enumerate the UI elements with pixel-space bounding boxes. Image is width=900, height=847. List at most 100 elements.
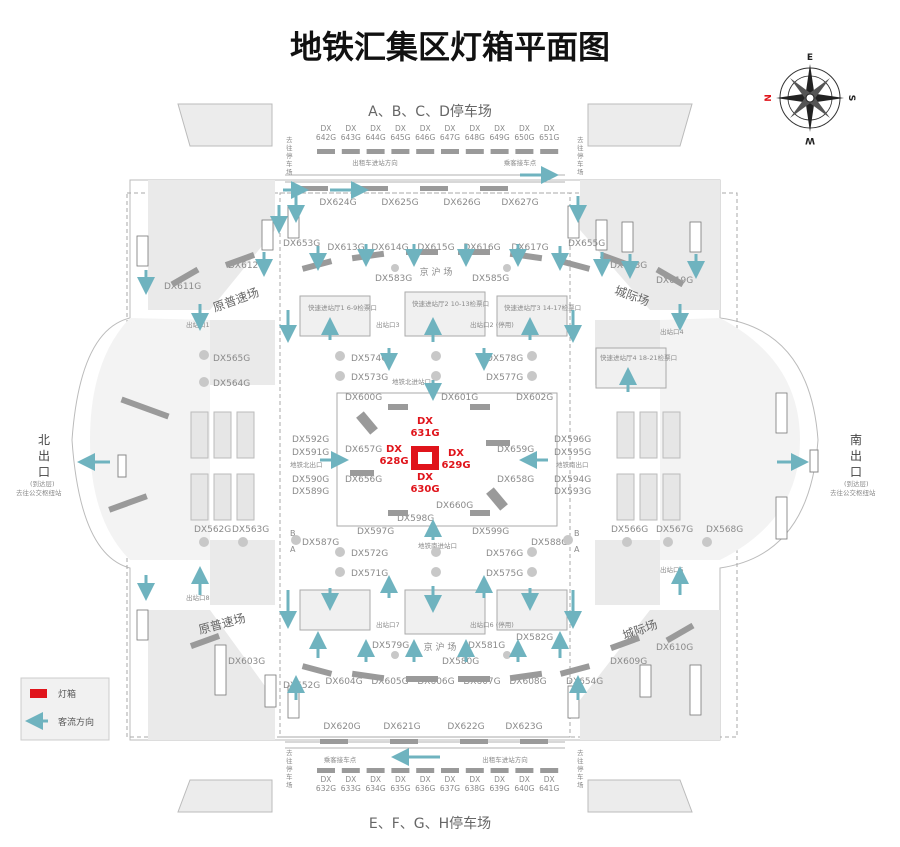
to-parking-label: 去往停车场 bbox=[286, 748, 293, 789]
parking-ad-panel bbox=[341, 768, 360, 773]
legend-lightbox-label: 灯箱 bbox=[58, 688, 76, 700]
exit-label-4: 出站口4 bbox=[660, 327, 684, 336]
lightbox-label: DX626G bbox=[443, 198, 480, 208]
label-dx564: DX564G bbox=[213, 379, 250, 389]
gate-label-2: 快速进站厅2 10-13检票口 bbox=[412, 299, 489, 308]
parking-ad-panel bbox=[515, 768, 534, 773]
red-label-630-b: 630G bbox=[410, 484, 439, 495]
parking-ad-panel bbox=[441, 768, 459, 773]
flow-arrows bbox=[77, 166, 809, 766]
parking-ad-panel bbox=[341, 149, 360, 154]
to-parking-label: 去往停车场 bbox=[577, 135, 584, 176]
parking-top-label: A、B、C、D停车场 bbox=[368, 103, 492, 120]
label-dx587: DX587G bbox=[302, 538, 339, 548]
parking-ad-panel bbox=[515, 149, 534, 154]
metro-south-exit: 地铁南出口 bbox=[556, 460, 589, 469]
label-dx594: DX594G bbox=[554, 475, 591, 485]
parking-ad-panel bbox=[540, 768, 559, 773]
lightbox-label: DX614G bbox=[371, 243, 408, 253]
label-dx597: DX597G bbox=[357, 527, 394, 537]
label-dx575: DX575G bbox=[486, 569, 523, 579]
compass-w-label: W bbox=[805, 135, 815, 145]
label-dx591: DX591G bbox=[292, 448, 329, 458]
compass-s-label: S bbox=[846, 95, 856, 101]
south-exit: 南 出 口 (到达层) 去往公交枢纽站 bbox=[830, 432, 876, 497]
label-dx588: DX588G bbox=[531, 538, 568, 548]
label-dx573: DX573G bbox=[351, 373, 388, 383]
red-label-631-a: DX bbox=[417, 416, 433, 427]
lightbox-label: DX624G bbox=[319, 198, 356, 208]
label-dx602: DX602G bbox=[516, 393, 553, 403]
label-dx579: DX579G bbox=[372, 641, 409, 651]
label-dx571: DX571G bbox=[351, 569, 388, 579]
red-label-628-b: 628G bbox=[379, 456, 408, 467]
south-exit-char-1: 南 bbox=[850, 432, 862, 447]
marker-b-right: B bbox=[574, 529, 580, 538]
south-exit-note2: 去往公交枢纽站 bbox=[830, 488, 876, 497]
label-dx565: DX565G bbox=[213, 354, 250, 364]
metro-north-exit: 地铁北出口 bbox=[290, 460, 323, 469]
red-label-631-b: 631G bbox=[410, 428, 439, 439]
metro-top-entry: 地铁北进站口 bbox=[392, 377, 431, 386]
label-dx653: DX653G bbox=[283, 239, 320, 249]
marker-a-left: A bbox=[290, 545, 296, 554]
zone-jinghu-bottom: 京 沪 场 bbox=[424, 641, 457, 653]
label-dx655: DX655G bbox=[568, 239, 605, 249]
north-exit-note2: 去往公交枢纽站 bbox=[16, 488, 62, 497]
marker-b-left: B bbox=[290, 529, 296, 538]
parking-ad-panel bbox=[465, 149, 484, 154]
exit-label-8: 出站口8 bbox=[186, 593, 210, 602]
parking-ad-panel bbox=[490, 768, 509, 773]
label-dx612: DX612G bbox=[228, 261, 265, 271]
building-outline bbox=[71, 103, 819, 813]
parking-ad-panel bbox=[416, 149, 435, 154]
label-dx574: DX574G bbox=[351, 354, 388, 364]
lightbox-label: DX613G bbox=[327, 243, 364, 253]
parking-ad-panel bbox=[317, 149, 335, 154]
label-dx595: DX595G bbox=[554, 448, 591, 458]
label-dx568: DX568G bbox=[706, 525, 743, 535]
lightbox-label: DX604G bbox=[325, 677, 362, 687]
label-dx592: DX592G bbox=[292, 435, 329, 445]
label-dx654: DX654G bbox=[566, 677, 603, 687]
label-dx601: DX601G bbox=[441, 393, 478, 403]
taxi-direction-top: 出租车进站方向 bbox=[352, 158, 398, 167]
north-exit-char-1: 北 bbox=[38, 433, 50, 447]
ad-panels bbox=[108, 186, 695, 744]
label-dx611: DX611G bbox=[164, 282, 201, 292]
label-dx577: DX577G bbox=[486, 373, 523, 383]
south-exit-char-3: 口 bbox=[850, 465, 862, 479]
north-exit-note1: (到达层) bbox=[30, 479, 55, 488]
label-dx581: DX581G bbox=[468, 641, 505, 651]
exit-label-5: 出站口5 bbox=[660, 565, 684, 574]
legend-flow-label: 客流方向 bbox=[58, 716, 94, 728]
label-dx600: DX600G bbox=[345, 393, 382, 403]
label-dx562: DX562G bbox=[194, 525, 231, 535]
legend: 灯箱 客流方向 bbox=[20, 677, 110, 741]
label-dx583: DX583G bbox=[375, 274, 412, 284]
lightbox-label: DX605G bbox=[371, 677, 408, 687]
lightbox-label: DX617G bbox=[511, 243, 548, 253]
to-parking-label: 去往停车场 bbox=[577, 748, 584, 789]
parking-ad-panel bbox=[441, 149, 459, 154]
exit-label-7: 出站口7 bbox=[376, 620, 400, 629]
label-dx593: DX593G bbox=[554, 487, 591, 497]
lightbox-label: DX622G bbox=[447, 722, 484, 732]
label-dx589: DX589G bbox=[292, 487, 329, 497]
compass-rose-icon: E W N S bbox=[764, 53, 856, 145]
pickup-point-top: 乘客接车点 bbox=[504, 158, 537, 167]
gate-label-4: 快速进站厅4 18-21检票口 bbox=[600, 353, 677, 362]
to-parking-labels: 去往停车场 去往停车场 去往停车场 去往停车场 bbox=[286, 135, 584, 789]
lightbox-label: DX627G bbox=[501, 198, 538, 208]
